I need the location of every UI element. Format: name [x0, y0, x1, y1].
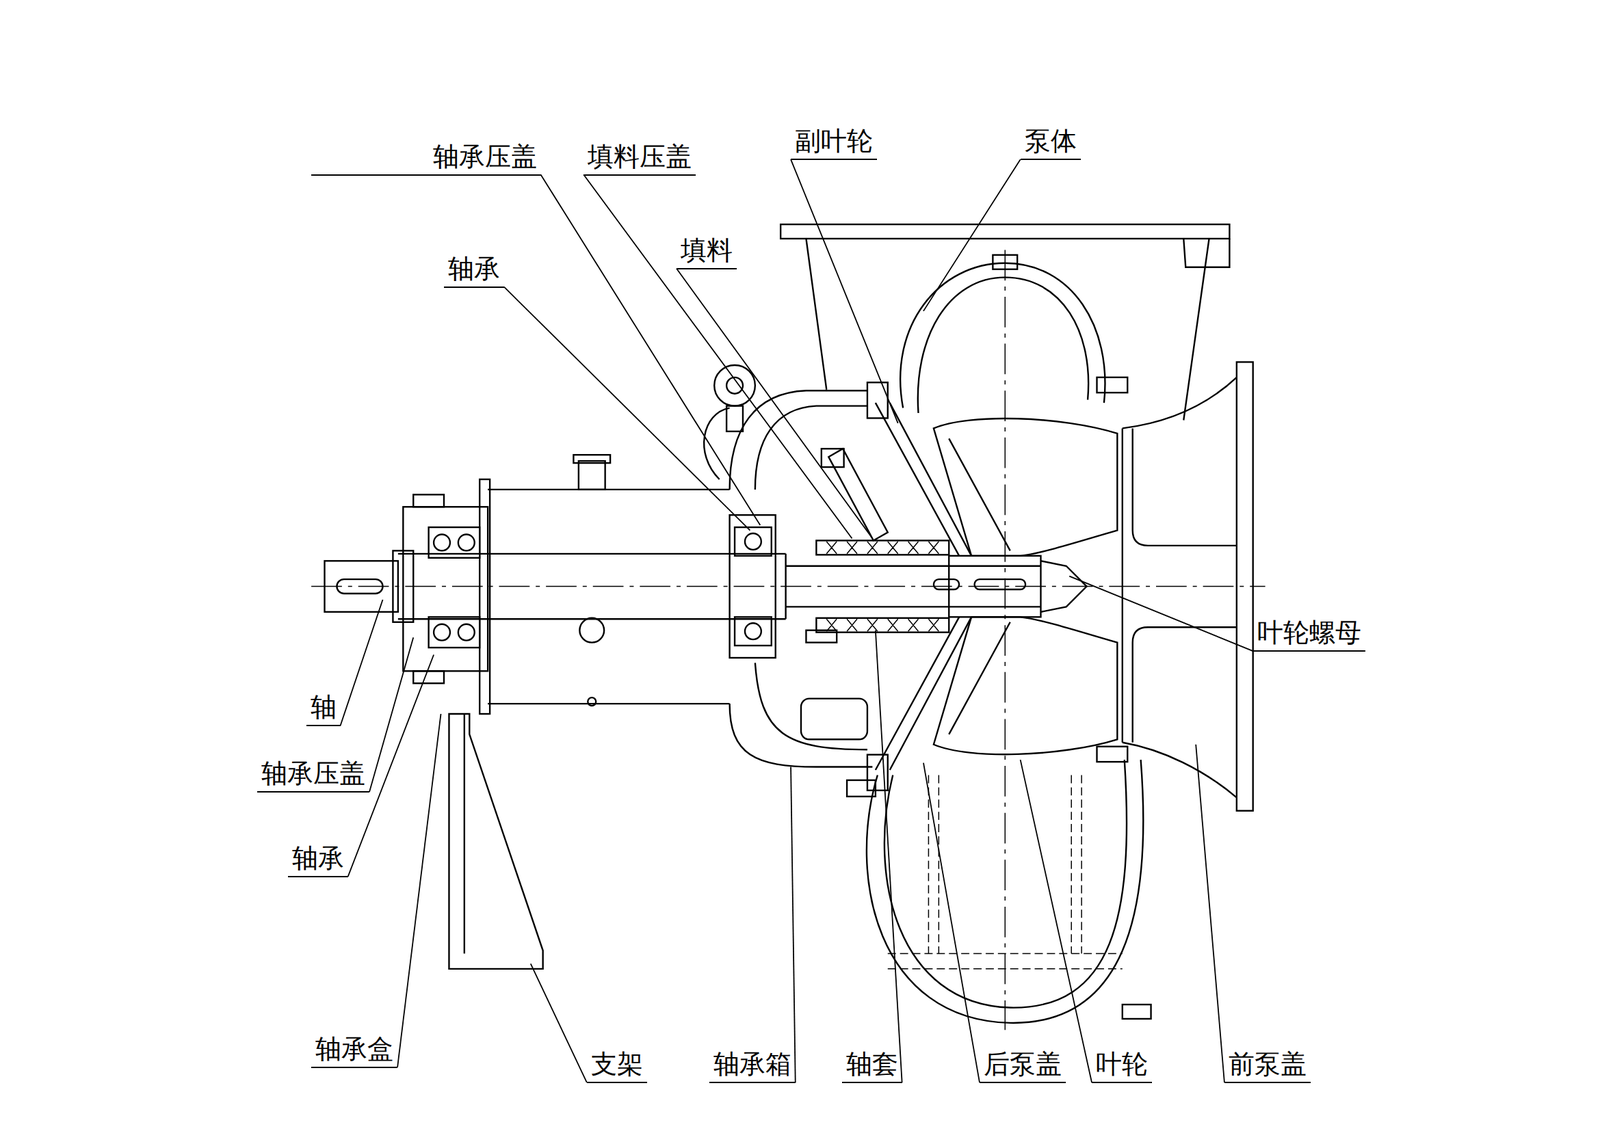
leader-line [676, 268, 873, 540]
leader-line [923, 159, 1021, 312]
part-label: 填料 [676, 236, 737, 270]
part-label: 轴承箱 [709, 1050, 796, 1084]
leader-line [923, 763, 980, 1083]
part-label: 前泵盖 [1224, 1050, 1311, 1084]
leader-line [541, 175, 761, 527]
leader-line [369, 637, 414, 793]
part-label: 叶轮螺母 [1253, 619, 1366, 652]
part-label: 轴 [306, 693, 341, 727]
part-label: 轴套 [842, 1050, 903, 1084]
leader-line [1195, 744, 1225, 1083]
part-label: 后泵盖 [979, 1050, 1066, 1084]
leader-line [583, 175, 852, 540]
leader-line [790, 767, 796, 1083]
part-label: 泵体 [1020, 127, 1081, 161]
leader-line [1069, 576, 1253, 652]
leader-line [340, 599, 384, 726]
part-label: 轴承盒 [311, 1035, 398, 1069]
leader-line [397, 714, 441, 1068]
leader-line [1020, 759, 1092, 1083]
leader-line [504, 287, 750, 531]
part-label: 叶轮 [1091, 1050, 1152, 1084]
leader-line [875, 630, 903, 1083]
part-label: 副叶轮 [790, 127, 877, 161]
part-label: 轴承 [287, 844, 349, 878]
part-label: 轴承 [443, 255, 505, 288]
leader-line [790, 159, 899, 424]
leader-line [530, 963, 587, 1083]
part-label: 支架 [586, 1050, 648, 1084]
part-label: 轴承压盖 [311, 142, 542, 176]
part-label: 填料压盖 [583, 142, 696, 176]
part-label: 轴承压盖 [257, 759, 370, 793]
